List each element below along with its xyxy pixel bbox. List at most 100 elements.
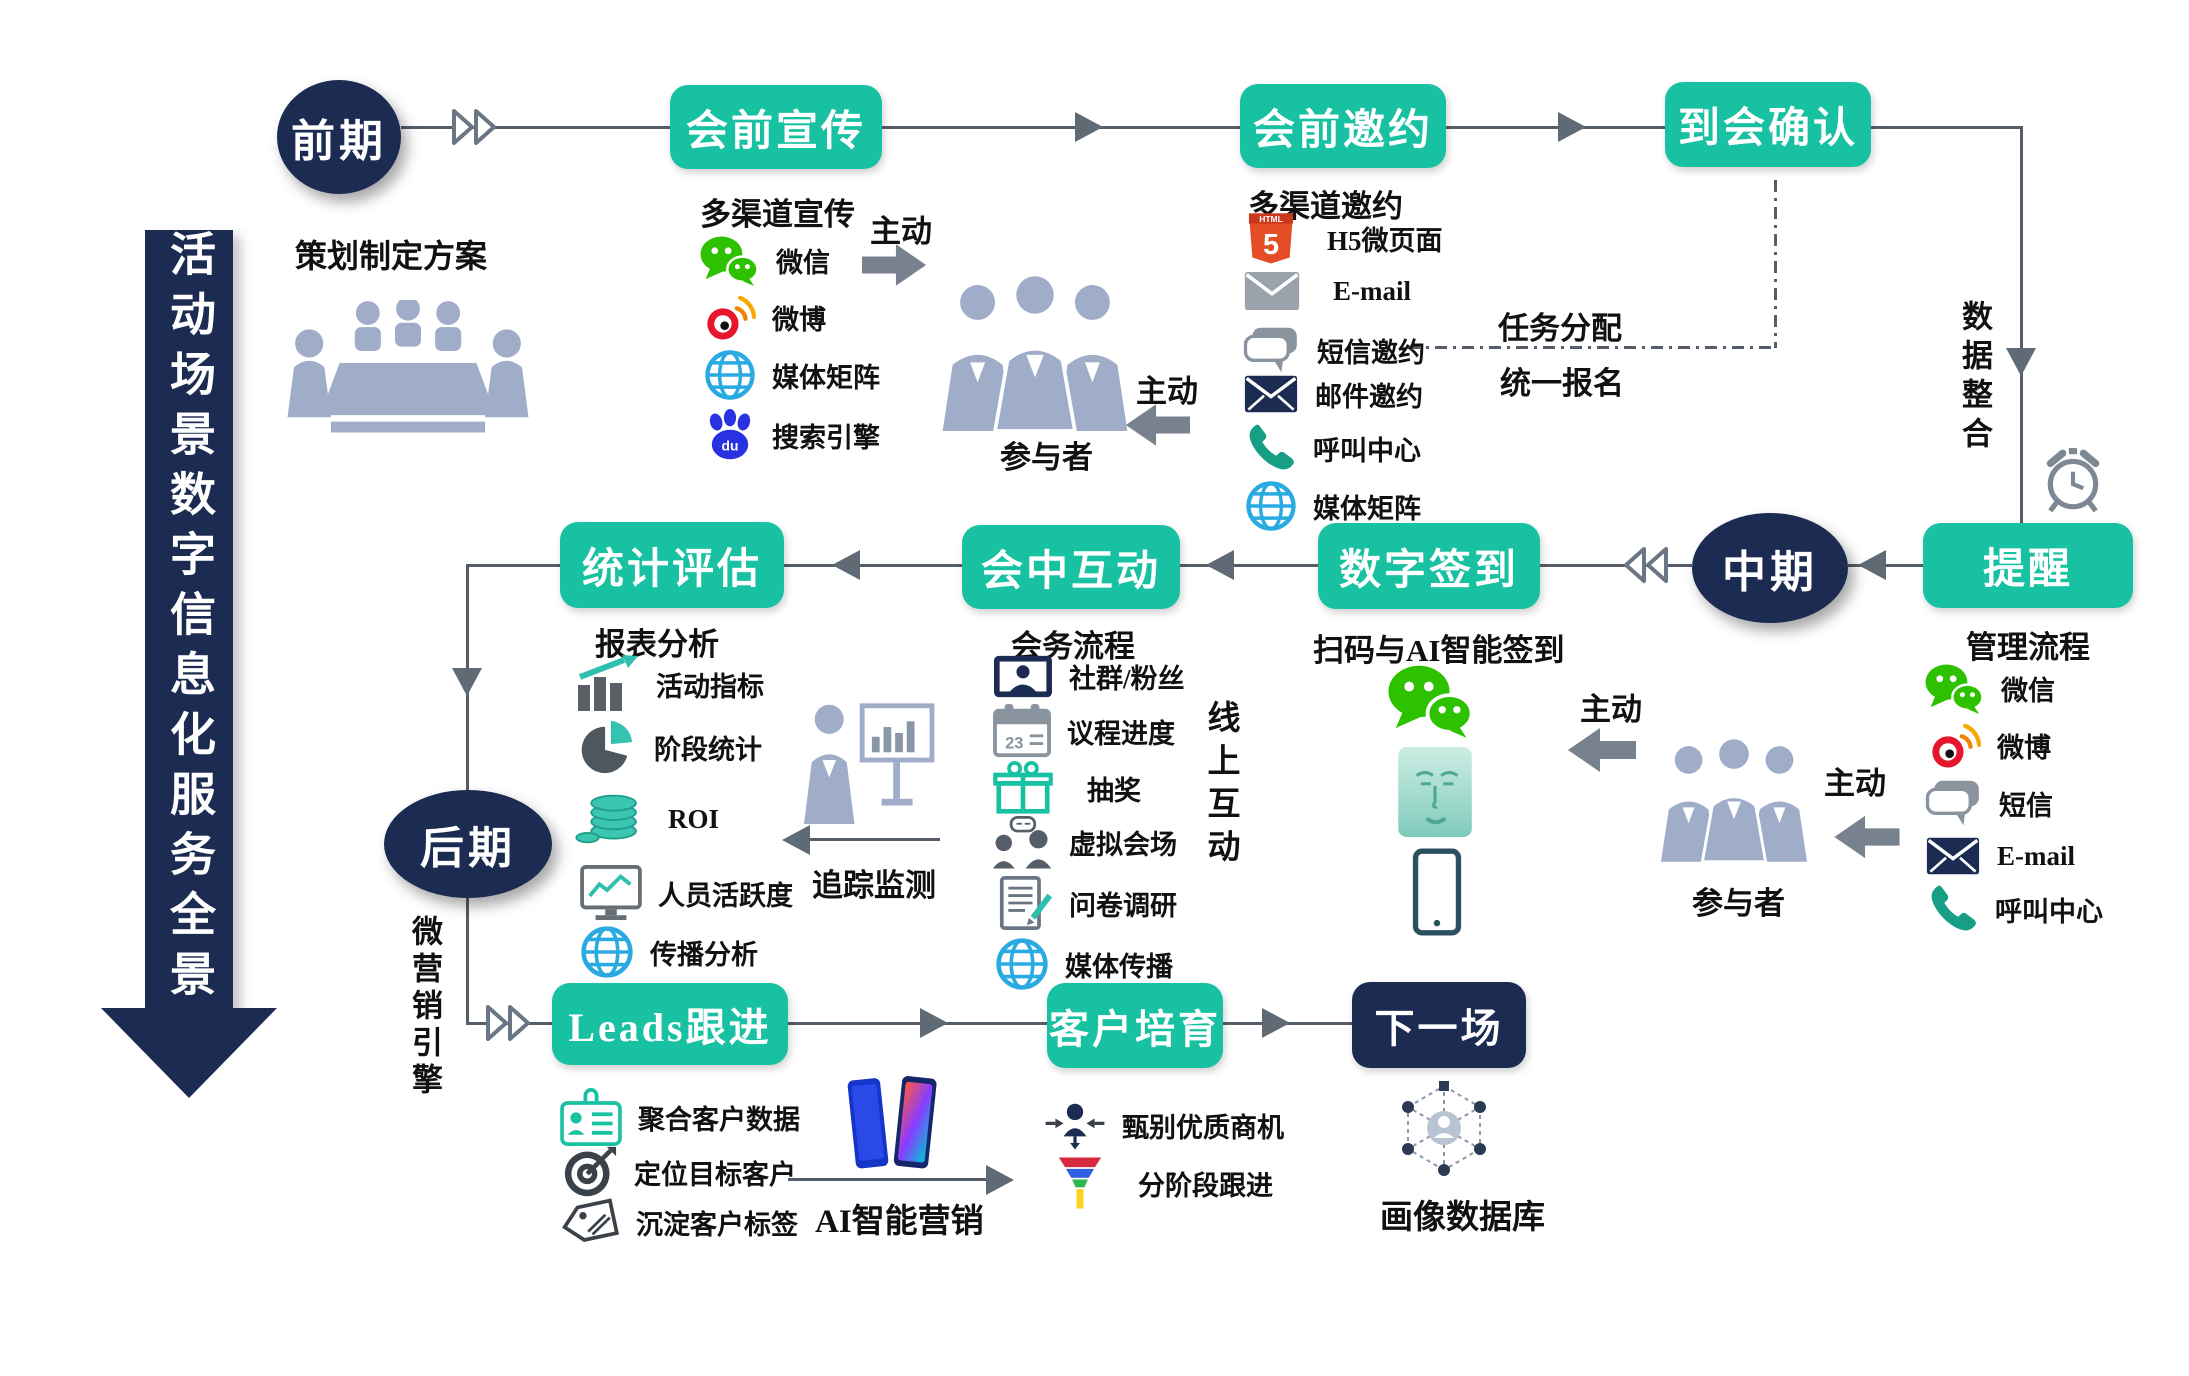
- title-banner: 活动场景数字信息化服务全景: [145, 230, 233, 1010]
- globe-icon: [995, 937, 1049, 991]
- arrowhead-left-icon: [782, 825, 810, 855]
- avatar-network-icon: [1398, 1076, 1490, 1182]
- invite-item-label: E-mail: [1333, 275, 1411, 306]
- meeting-icon: [283, 300, 533, 452]
- nurture-item-label: 分阶段跟进: [1138, 1170, 1273, 1201]
- connector-mid-to-checkin: [1540, 564, 1692, 567]
- node-digital-checkin: 数字签到: [1318, 523, 1540, 609]
- stats-item-label: 人员活跃度: [658, 880, 793, 911]
- phase-post-label: 后期: [420, 824, 516, 873]
- participants-group-icon: [935, 275, 1135, 431]
- mail-icon: [1925, 836, 1981, 876]
- invite-item-label: 呼叫中心: [1313, 435, 1421, 466]
- thick-arrow-right-icon: [862, 242, 928, 288]
- promo-item: 微信: [698, 234, 830, 286]
- node-label: 会前邀约: [1252, 107, 1433, 154]
- coins-icon: [574, 792, 642, 846]
- stats-item: 阶段统计: [576, 719, 762, 775]
- manage-item-label: 微博: [1997, 732, 2051, 763]
- interact-item: 社群/粉丝: [993, 655, 1185, 698]
- manage-item-label: 短信: [1999, 790, 2053, 821]
- connector-confirm-right: [1871, 126, 2023, 129]
- double-chevron-icon: [1620, 546, 1670, 584]
- manage-item-label: 微信: [2001, 675, 2055, 706]
- active-note: 主动: [1580, 692, 1642, 727]
- baidu-icon: [704, 408, 756, 462]
- person-select-icon: [1044, 1100, 1106, 1150]
- interact-item: 议程进度: [993, 703, 1175, 759]
- nurture-item: 甄别优质商机: [1044, 1100, 1284, 1150]
- ai-face-icon: [1396, 745, 1474, 839]
- promo-item-label: 媒体矩阵: [772, 362, 880, 393]
- node-next-event: 下一场: [1352, 982, 1526, 1068]
- connector-promo-to-invite: [882, 126, 1240, 129]
- ai-marketing-note: AI智能营销: [815, 1204, 984, 1240]
- nurture-item-label: 甄别优质商机: [1122, 1112, 1284, 1143]
- promo-item: 媒体矩阵: [704, 349, 880, 401]
- weibo-icon: [1927, 719, 1981, 771]
- leads-item-label: 聚合客户数据: [638, 1104, 800, 1135]
- stats-item: 人员活跃度: [580, 865, 793, 921]
- connector-task-dashdot: [1408, 346, 1776, 349]
- tracking-note: 追踪监测: [812, 868, 936, 903]
- funnel-icon: [1058, 1155, 1102, 1211]
- thick-arrow-left-icon: [1832, 814, 1900, 860]
- thick-arrow-left-icon: [1124, 402, 1190, 448]
- participants-label: 参与者: [1000, 440, 1093, 475]
- node-label: 会前宣传: [685, 108, 866, 155]
- interact-item: 媒体传播: [995, 937, 1173, 991]
- phase-mid-label: 中期: [1722, 548, 1818, 597]
- interact-item-label: 社群/粉丝: [1069, 664, 1185, 694]
- phone-call-icon: [1927, 883, 1979, 935]
- phase-pre-label: 前期: [291, 117, 387, 166]
- data-integration-note: 数据整合: [1957, 300, 1992, 456]
- phone-call-icon: [1245, 422, 1297, 474]
- globe-icon: [1245, 480, 1297, 532]
- arrowhead-right-icon: [1262, 1008, 1290, 1038]
- promo-item-label: 微博: [772, 304, 826, 335]
- connector-stats-left: [467, 564, 560, 567]
- checkin-title: 扫码与AI智能签到: [1313, 633, 1565, 668]
- thick-arrow-left-icon: [1566, 726, 1636, 774]
- manage-item-label: E-mail: [1997, 840, 2075, 871]
- manage-item: 微博: [1927, 719, 2051, 771]
- invite-item: 短信邀约: [1243, 326, 1425, 374]
- connector-checkin-to-interact: [1180, 564, 1318, 567]
- tracking-arrow-line: [800, 838, 940, 841]
- survey-icon: [999, 875, 1053, 931]
- node-label: Leads跟进: [568, 1005, 772, 1050]
- activity-monitor-icon: [580, 865, 642, 921]
- smartphones-image: [842, 1072, 942, 1174]
- arrowhead-right-icon: [1558, 112, 1586, 142]
- invite-item: 邮件邀约: [1243, 374, 1423, 414]
- nurture-item: 分阶段跟进: [1058, 1155, 1273, 1211]
- ai-marketing-arrow-line: [788, 1178, 988, 1181]
- manage-item: E-mail: [1925, 836, 2075, 876]
- invite-item-label: 邮件邀约: [1315, 381, 1423, 412]
- connector-confirm-to-remind: [2020, 126, 2023, 525]
- marketing-engine-note: 微营销引擎: [407, 915, 442, 1100]
- pie-chart-icon: [576, 719, 638, 775]
- active-note: 主动: [870, 214, 932, 249]
- stats-item: ROI: [574, 792, 719, 846]
- node-label: 数字签到: [1338, 547, 1519, 594]
- title-banner-arrow-tip: [101, 1008, 277, 1098]
- node-label: 提醒: [1982, 547, 2073, 593]
- arrowhead-right-icon: [986, 1165, 1014, 1195]
- presenter-icon: [800, 698, 936, 824]
- promo-item-label: 搜索引擎: [772, 422, 880, 453]
- double-chevron-icon: [484, 1004, 534, 1042]
- wechat-icon: [698, 234, 760, 286]
- manage-item: 微信: [1923, 662, 2055, 714]
- smartphone-icon: [1412, 848, 1462, 936]
- invite-item-label: 短信邀约: [1317, 337, 1425, 368]
- calendar-icon: [993, 703, 1051, 759]
- node-leads-followup: Leads跟进: [552, 983, 788, 1065]
- weibo-icon: [702, 291, 756, 343]
- target-icon: [562, 1145, 618, 1199]
- stats-item: 传播分析: [580, 925, 758, 979]
- html5-icon: [1245, 210, 1297, 266]
- bar-chart-icon: [576, 655, 640, 713]
- stats-item-label: ROI: [668, 803, 720, 834]
